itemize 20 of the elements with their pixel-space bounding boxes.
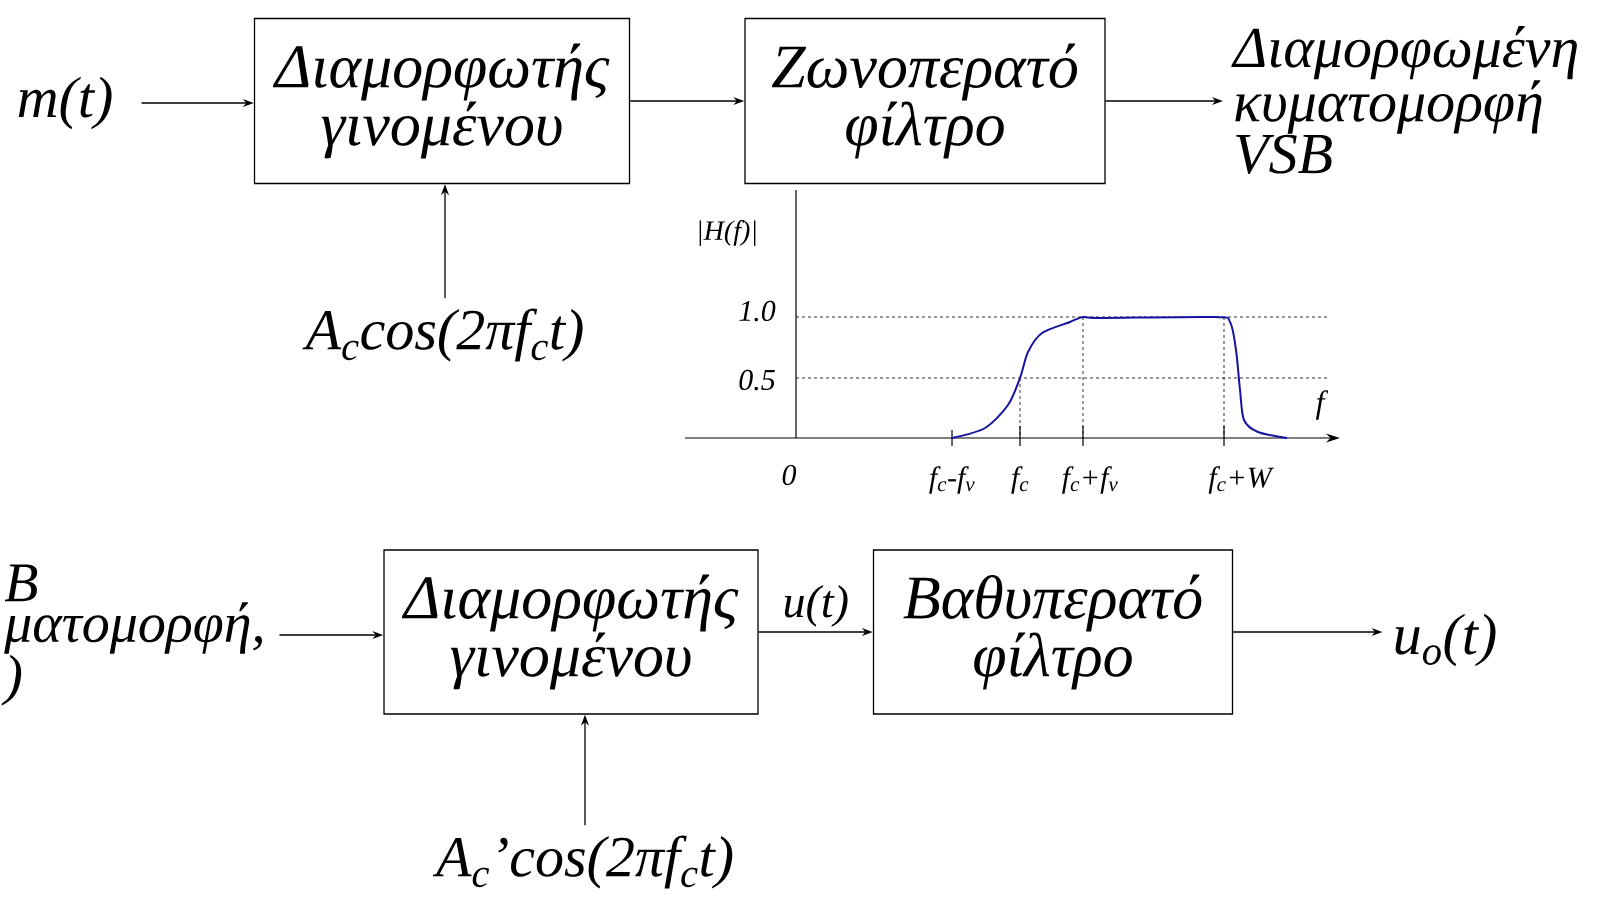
tick-label: 0	[782, 464, 797, 486]
tick-label: f$_{c}$+f$_{v}$	[1062, 466, 1118, 494]
signal-label: A$_{c}$cos(2πf$_{c}$t)	[302, 308, 583, 362]
tick-label: 1.0	[739, 300, 776, 322]
tick-label: f$_{c}$-f$_{v}$	[929, 466, 975, 494]
signal-label: m(t)	[18, 76, 112, 130]
signal-label: Διαμορφωμένη κυματομορφή VSB	[1231, 26, 1577, 174]
tick-label: f$_{c}$+W	[1208, 466, 1274, 494]
block-box: Διαμορφωτής γινομένου	[383, 549, 759, 715]
edge-label: u(t)	[784, 585, 848, 627]
signal-label: u$_{o}$(t)	[1395, 613, 1496, 667]
block-box: Βαθυπερατό φίλτρο	[872, 549, 1234, 715]
signal-label: A$_{c}$’cos(2πf$_{c}$t)	[432, 835, 733, 889]
tick-label: 0.5	[739, 369, 775, 391]
signal-label: B ματομορφή, )	[1, 564, 262, 706]
tick-label: f$_{c}$	[1011, 466, 1029, 494]
axis-label: f	[1315, 390, 1329, 420]
block-box: Ζωνοπερατό φίλτρο	[744, 17, 1106, 185]
axis-label: |H(f)|	[699, 220, 756, 246]
block-box: Διαμορφωτής γινομένου	[253, 17, 631, 185]
